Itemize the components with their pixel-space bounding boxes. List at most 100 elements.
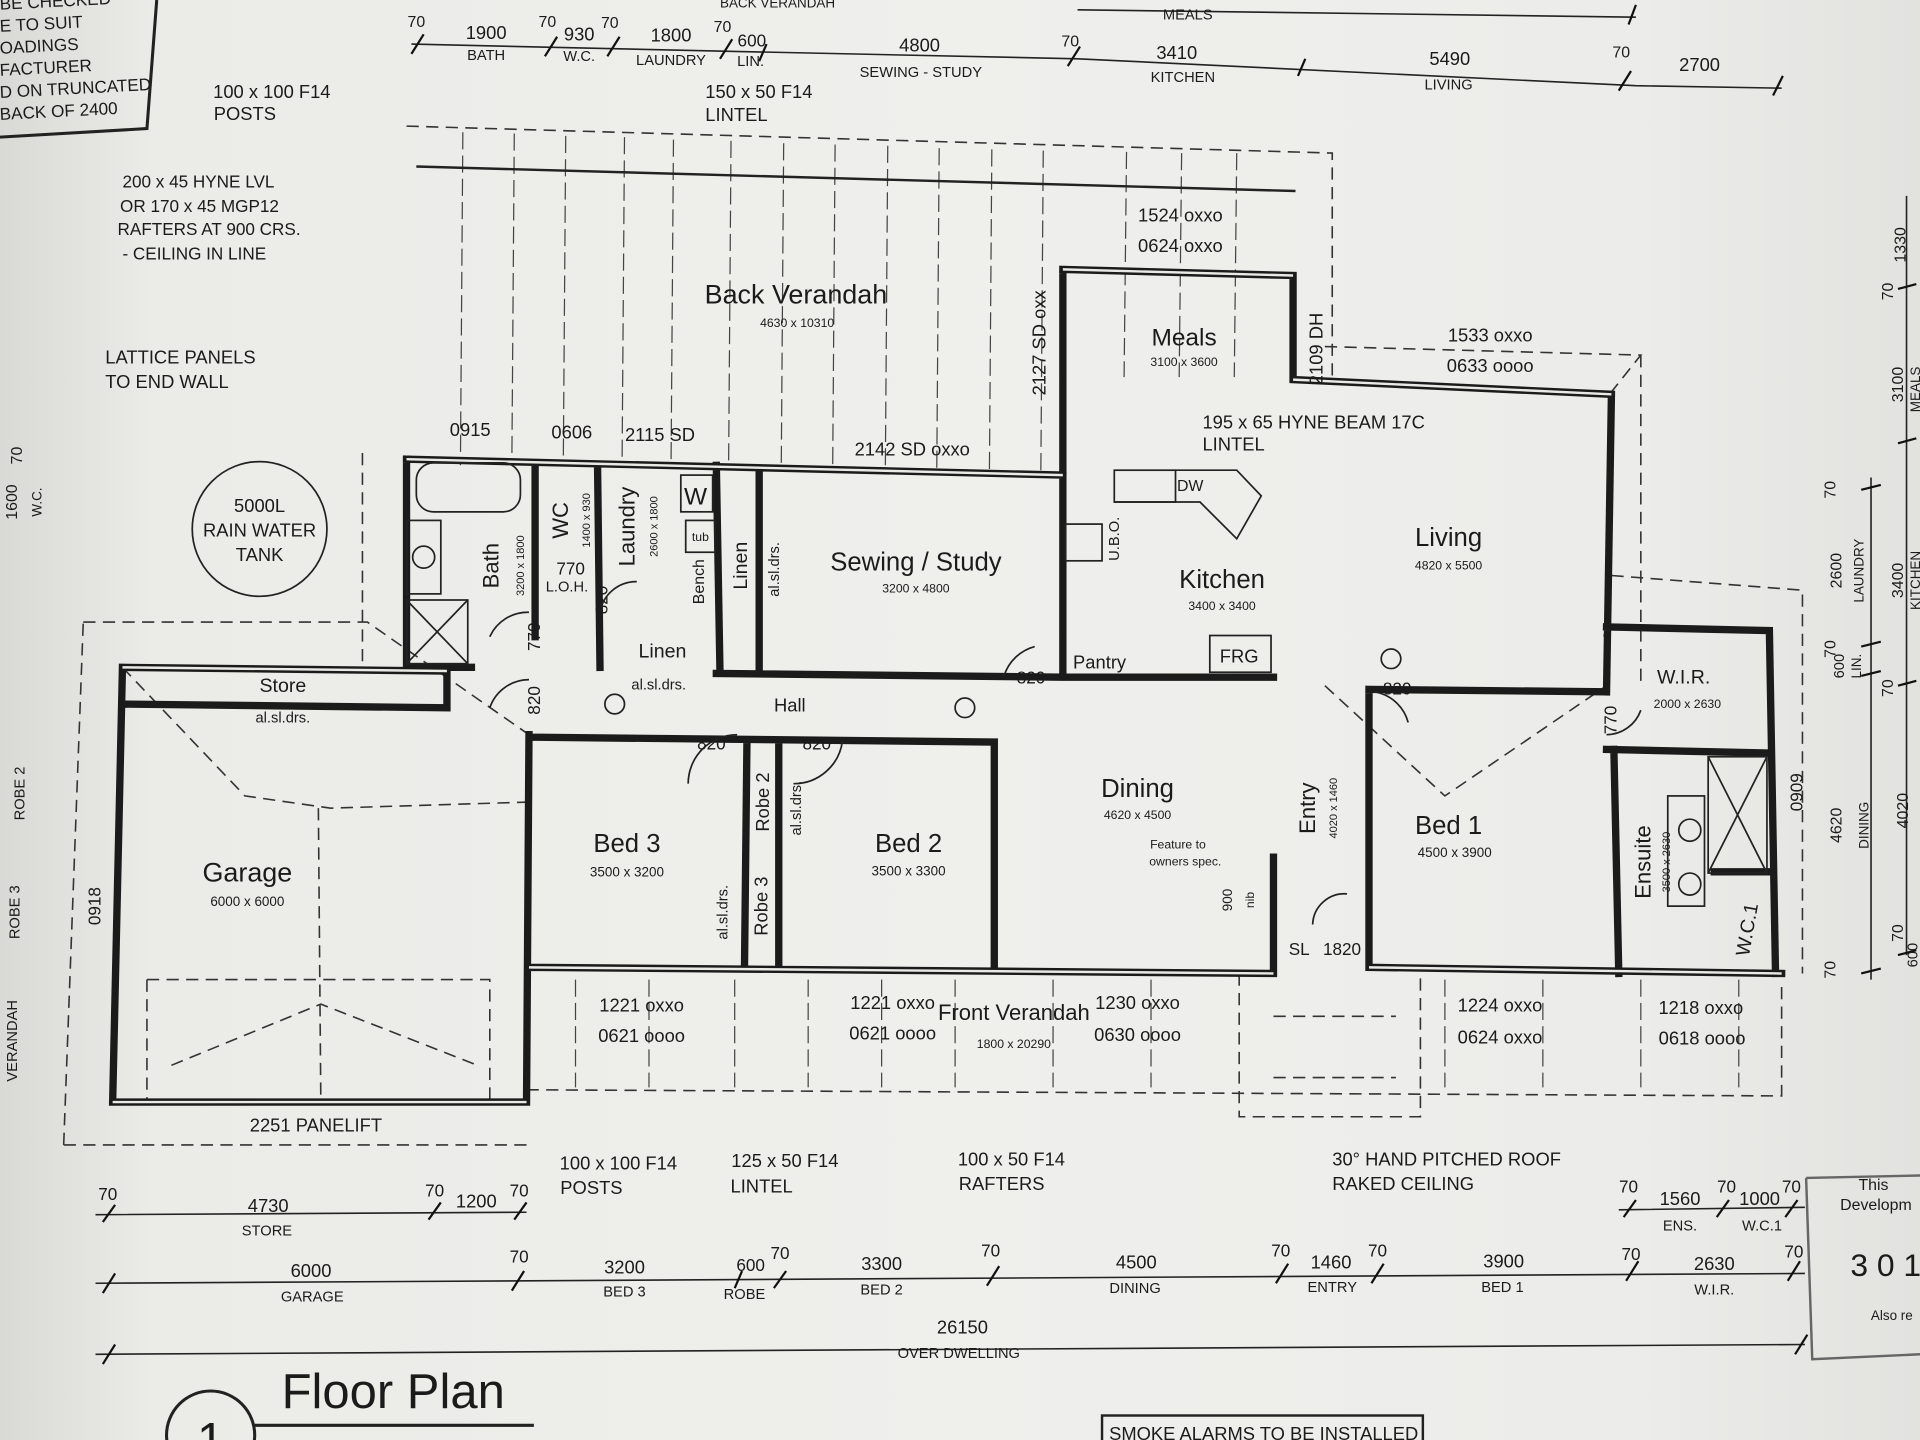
windows-living-1-label: 0633 oooo	[1447, 355, 1534, 376]
annotations-lattice-1-label: TO END WALL	[105, 371, 228, 392]
rooms-bed2-0-label: Bed 2	[875, 830, 942, 858]
dims-bottom-row2-3-label: 600	[736, 1255, 765, 1275]
dims-bottom-total-name-label: OVER DWELLING	[898, 1346, 1020, 1362]
fixtures-bench-label: Bench	[691, 559, 708, 604]
windows-front-2-0-label: 1230 oxxo	[1095, 992, 1180, 1013]
rooms-sewing-1-label: 3200 x 4800	[882, 582, 950, 596]
windows-back-1-label: 0606	[551, 421, 592, 442]
dims-top-names-2-label: LAUNDRY	[636, 53, 706, 69]
top-dimension-lines	[410, 4, 1784, 97]
dims-top-values-8-label: 4800	[899, 34, 940, 55]
fixtures-entry-door-label: 1820	[1323, 939, 1361, 959]
windows-meals-1-label: 0624 oxxo	[1138, 235, 1223, 256]
rain-water-tank	[191, 460, 328, 598]
title-number-circle	[165, 1389, 257, 1440]
dims-left-names-3-label: VERANDAH	[5, 1000, 21, 1082]
walls	[108, 265, 1786, 1106]
annotations-tank-1-label: RAIN WATER	[203, 519, 316, 540]
annotations-posts-bottom-0-label: 100 x 100 F14	[560, 1152, 677, 1173]
title-number-label: 1	[197, 1414, 224, 1440]
annotations-beam-1-label: LINTEL	[1202, 434, 1264, 455]
rooms-living-0-label: Living	[1415, 524, 1482, 552]
dims-bottom-row2-11-label: 3900	[1483, 1250, 1524, 1271]
dims-bottom-row1-right-4-label: 70	[1782, 1177, 1801, 1197]
windows-back-5-label: 2109 DH	[1305, 313, 1326, 385]
dims-bottom-row2-names-3-label: BED 2	[860, 1282, 902, 1298]
dims-bottom-row2-13-label: 2630	[1694, 1253, 1735, 1274]
dims-bottom-row2-5-label: 3300	[861, 1253, 902, 1274]
rooms-front-verandah-0-label: Front Verandah	[938, 1000, 1090, 1025]
rooms-wc1-label: W.C.1	[1732, 901, 1763, 957]
fixtures-ubo-label: U.B.O.	[1107, 517, 1123, 561]
footer-note-label: SMOKE ALARMS TO BE INSTALLED	[1109, 1423, 1418, 1440]
dims-left-names-0-label: W.C.	[30, 487, 45, 516]
rooms-bath-1-label: 3200 x 1800	[515, 535, 527, 596]
annotations-lintel-top-0-label: 150 x 50 F14	[705, 81, 812, 102]
dims-bottom-row1-right-2-label: 70	[1717, 1177, 1736, 1197]
dims-right-values-4-label: 2600	[1829, 553, 1846, 589]
dims-bottom-row1-right-names-0-label: ENS.	[1663, 1219, 1697, 1235]
rooms-hall-label: Hall	[774, 694, 806, 715]
dims-top-values-9-label: 70	[1061, 34, 1079, 51]
dims-right-values-10-label: 4020	[1895, 793, 1912, 829]
windows-back-0-label: 0915	[450, 419, 491, 440]
dims-bottom-row2-names-1-label: BED 3	[603, 1285, 645, 1301]
fixtures-tub-label: tub	[692, 530, 709, 544]
rooms-bed1-1-label: 4500 x 3900	[1418, 845, 1492, 860]
dims-bottom-row1-names-0-label: STORE	[242, 1224, 293, 1240]
fixtures-loh-0-label: 770	[556, 558, 585, 578]
fixtures-sliding-label: al.sl.drs.	[767, 542, 783, 597]
rooms-dining-0-label: Dining	[1101, 775, 1174, 803]
stamp-0-label: This	[1858, 1177, 1888, 1194]
notes-box	[0, 0, 159, 139]
rooms-garage-1-label: 6000 x 6000	[210, 894, 284, 909]
rooms-bath-0-label: Bath	[478, 543, 503, 588]
windows-meals-0-label: 1524 oxxo	[1138, 205, 1223, 226]
rooms-dining-1-label: 4620 x 4500	[1104, 808, 1172, 822]
dims-right-values-8-label: 70	[1880, 679, 1897, 697]
dims-top-values-2-label: 70	[538, 14, 556, 31]
dims-right-values-13-label: 600	[1906, 943, 1920, 968]
dims-top-values-1-label: 1900	[466, 22, 507, 43]
dims-bottom-total-label: 26150	[937, 1316, 988, 1337]
annotations-posts-bottom-1-label: POSTS	[560, 1177, 622, 1198]
notes-box-lines-2-label: OADINGS	[0, 34, 79, 58]
smoke-alarm-note-box	[1100, 1414, 1425, 1440]
rooms-meals-1-label: 3100 x 3600	[1150, 355, 1218, 369]
rooms-bed3-0-label: Bed 3	[593, 830, 660, 858]
dims-right-names-3-label: LIN.	[1849, 654, 1864, 679]
windows-living-0-label: 1533 oxxo	[1448, 325, 1533, 346]
windows-front-4-0-label: 1218 oxxo	[1658, 997, 1743, 1018]
dims-top-values-3-label: 930	[564, 23, 595, 44]
dims-top-values-0-label: 70	[407, 14, 425, 31]
dims-top-values-11-label: 5490	[1429, 48, 1470, 69]
rooms-entry-1-label: 4020 x 1460	[1328, 778, 1340, 839]
dims-bottom-row1-right-3-label: 1000	[1739, 1188, 1780, 1209]
fixtures-sl-label: SL	[1289, 939, 1310, 959]
approval-stamp	[1804, 1174, 1920, 1361]
notes-box-lines-5-label: BACK OF 2400	[0, 98, 118, 124]
annotations-panelift-label: 2251 PANELIFT	[250, 1114, 382, 1135]
dims-left-names-2-label: ROBE 3	[8, 885, 24, 939]
dims-bottom-row2-14-label: 70	[1784, 1242, 1803, 1262]
annotations-rafters-top-0-label: 200 x 45 HYNE LVL	[122, 171, 274, 191]
dims-bottom-row1-right-0-label: 70	[1619, 1177, 1638, 1197]
notes-box-lines-0-label: BE CHECKED	[0, 0, 111, 14]
annotations-roof-1-label: RAKED CEILING	[1332, 1173, 1474, 1194]
rooms-bed1-0-label: Bed 1	[1415, 812, 1482, 840]
windows-front-1-0-label: 1221 oxxo	[850, 992, 935, 1013]
dims-right-values-0-label: 1330	[1892, 227, 1909, 263]
dims-right-values-3-label: 70	[1823, 481, 1840, 499]
dims-bottom-row1-1-label: 4730	[248, 1195, 289, 1216]
annotations-rafters-bottom-1-label: RAFTERS	[959, 1173, 1045, 1194]
fixtures-sliding-label: al.sl.drs.	[256, 710, 311, 726]
title-text-label: Floor Plan	[282, 1365, 505, 1419]
doors-2-label: 820	[524, 686, 544, 715]
dims-left-values-1-label: 1600	[4, 484, 21, 520]
dims-bottom-row2-names-6-label: BED 1	[1481, 1280, 1523, 1296]
windows-garage-label: 0918	[84, 887, 104, 925]
dims-bottom-row2-7-label: 4500	[1116, 1252, 1157, 1273]
fixtures-dw-label: DW	[1177, 478, 1204, 495]
dims-left-values-0-label: 70	[9, 447, 26, 465]
annotations-rafters-top-3-label: - CEILING IN LINE	[122, 244, 266, 264]
